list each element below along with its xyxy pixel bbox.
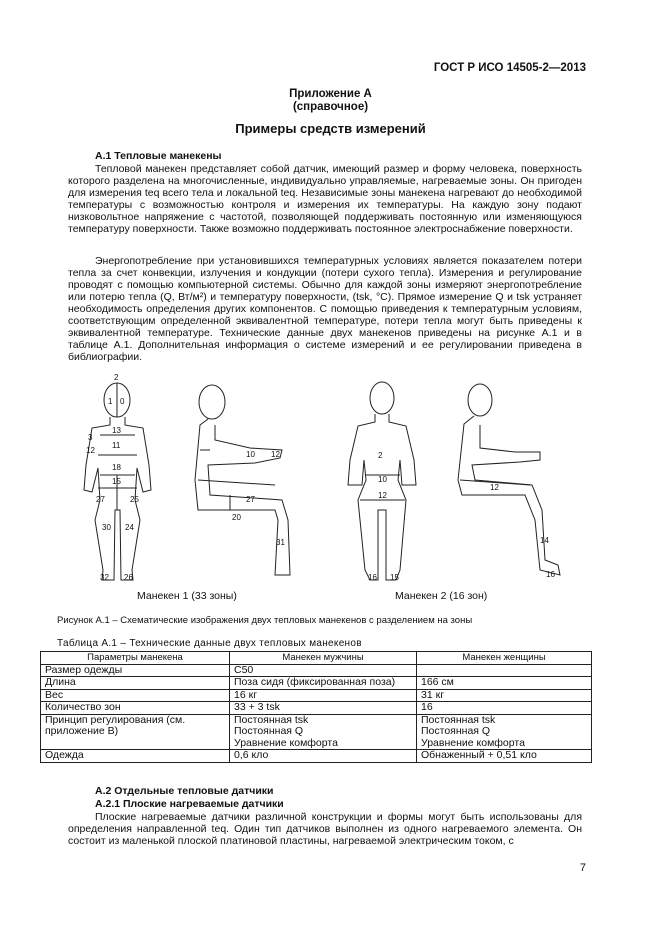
mannequin-1-front (83, 382, 152, 581)
figure-caption: Рисунок А.1 – Схематические изображения … (57, 615, 473, 626)
document-id: ГОСТ Р ИСО 14505-2—2013 (433, 62, 586, 74)
table-row: Одежда 0,6 кло Обнаженный + 0,51 кло (40, 749, 592, 763)
zone-number: 26 (124, 573, 133, 582)
table-cell (416, 663, 592, 677)
table-header: Манекен мужчины (229, 651, 417, 665)
section-a2-heading: А.2 Отдельные тепловые датчики (95, 785, 274, 797)
zone-number: 3 (88, 433, 93, 442)
zone-number: 10 (246, 450, 255, 459)
section-a21-paragraph: Плоские нагреваемые датчики различной ко… (68, 811, 582, 847)
figure-label-mannequin-1: Манекен 1 (33 зоны) (137, 590, 237, 602)
zone-number: 12 (271, 450, 280, 459)
page-number: 7 (579, 862, 586, 874)
zone-number: 15 (112, 477, 121, 486)
table-cell: 31 кг (416, 688, 592, 702)
zone-number: 2 (378, 451, 383, 460)
table-cell: Длина (40, 676, 230, 690)
table-cell: Одежда (40, 749, 230, 763)
zone-number: 16 (546, 570, 555, 579)
table-cell: Постоянная tsk Постоянная Q Уравнение ко… (229, 713, 417, 750)
zone-number: 13 (112, 426, 121, 435)
zone-number: 11 (112, 441, 121, 450)
zone-number: 1 (108, 397, 113, 406)
table-cell: 16 (416, 701, 592, 715)
zone-number: 16 (368, 573, 377, 582)
table-cell: Поза сидя (фиксированная поза) (229, 676, 417, 690)
figure-label-mannequin-2: Манекен 2 (16 зон) (395, 590, 488, 602)
mannequin-1-side (194, 384, 291, 576)
appendix-heading: Приложение А (справочное) (0, 88, 661, 114)
zone-number: 12 (378, 491, 387, 500)
mannequin-data-table: Параметры манекена Манекен мужчины Манек… (40, 651, 592, 763)
zone-number: 18 (112, 463, 121, 472)
table-cell: Обнаженный + 0,51 кло (416, 749, 592, 763)
table-header: Манекен женщины (416, 651, 592, 665)
table-row: Количество зон 33 + 3 tsk 16 (40, 701, 592, 715)
section-a1-heading: А.1 Тепловые манекены (95, 150, 222, 162)
table-cell: 16 кг (229, 688, 417, 702)
table-caption: Таблица А.1 – Технические данные двух те… (57, 638, 362, 649)
zone-number: 12 (490, 483, 499, 492)
zone-number: 30 (102, 523, 111, 532)
table-row: Размер одежды C50 (40, 663, 592, 677)
table-header-row: Параметры манекена Манекен мужчины Манек… (40, 651, 592, 665)
mannequin-2-front (347, 381, 417, 581)
section-a21-heading: А.2.1 Плоские нагреваемые датчики (95, 798, 284, 810)
table-row: Длина Поза сидя (фиксированная поза) 166… (40, 676, 592, 690)
zone-number: 27 (246, 495, 255, 504)
table-cell: Размер одежды (40, 663, 230, 677)
mannequin-2-side (457, 383, 561, 576)
table-row: Вес 16 кг 31 кг (40, 688, 592, 702)
zone-number: 24 (125, 523, 134, 532)
zone-number: 31 (276, 538, 285, 547)
table-cell: C50 (229, 663, 417, 677)
zone-number: 0 (120, 397, 125, 406)
zone-number: 25 (130, 495, 139, 504)
table-cell: Принцип регулирования (см. приложение В) (40, 713, 230, 750)
section-a1-paragraph-1: Тепловой манекен представляет собой датч… (68, 163, 582, 235)
zone-number: 32 (100, 573, 109, 582)
zone-number: 10 (378, 475, 387, 484)
zone-number: 20 (232, 513, 241, 522)
table-cell: 33 + 3 tsk (229, 701, 417, 715)
table-cell: 166 см (416, 676, 592, 690)
table-cell: Вес (40, 688, 230, 702)
zone-number: 27 (96, 495, 105, 504)
zone-number: 14 (540, 536, 549, 545)
appendix-title: Приложение А (289, 88, 372, 100)
zone-number: 12 (86, 446, 95, 455)
zone-number: 15 (390, 573, 399, 582)
table-header: Параметры манекена (40, 651, 230, 665)
table-cell: Постоянная tsk Постоянная Q Уравнение ко… (416, 713, 592, 750)
mannequin-figure: 2 1 0 3 13 12 11 18 15 27 25 30 24 32 26… (83, 373, 561, 582)
page-title: Примеры средств измерений (235, 121, 426, 136)
section-a1-paragraph-2: Энергопотребление при установившихся тем… (68, 255, 582, 363)
table-cell: 0,6 кло (229, 749, 417, 763)
appendix-note: (справочное) (292, 101, 369, 113)
zone-number: 2 (114, 373, 119, 382)
table-row: Принцип регулирования (см. приложение В)… (40, 713, 592, 750)
table-cell: Количество зон (40, 701, 230, 715)
